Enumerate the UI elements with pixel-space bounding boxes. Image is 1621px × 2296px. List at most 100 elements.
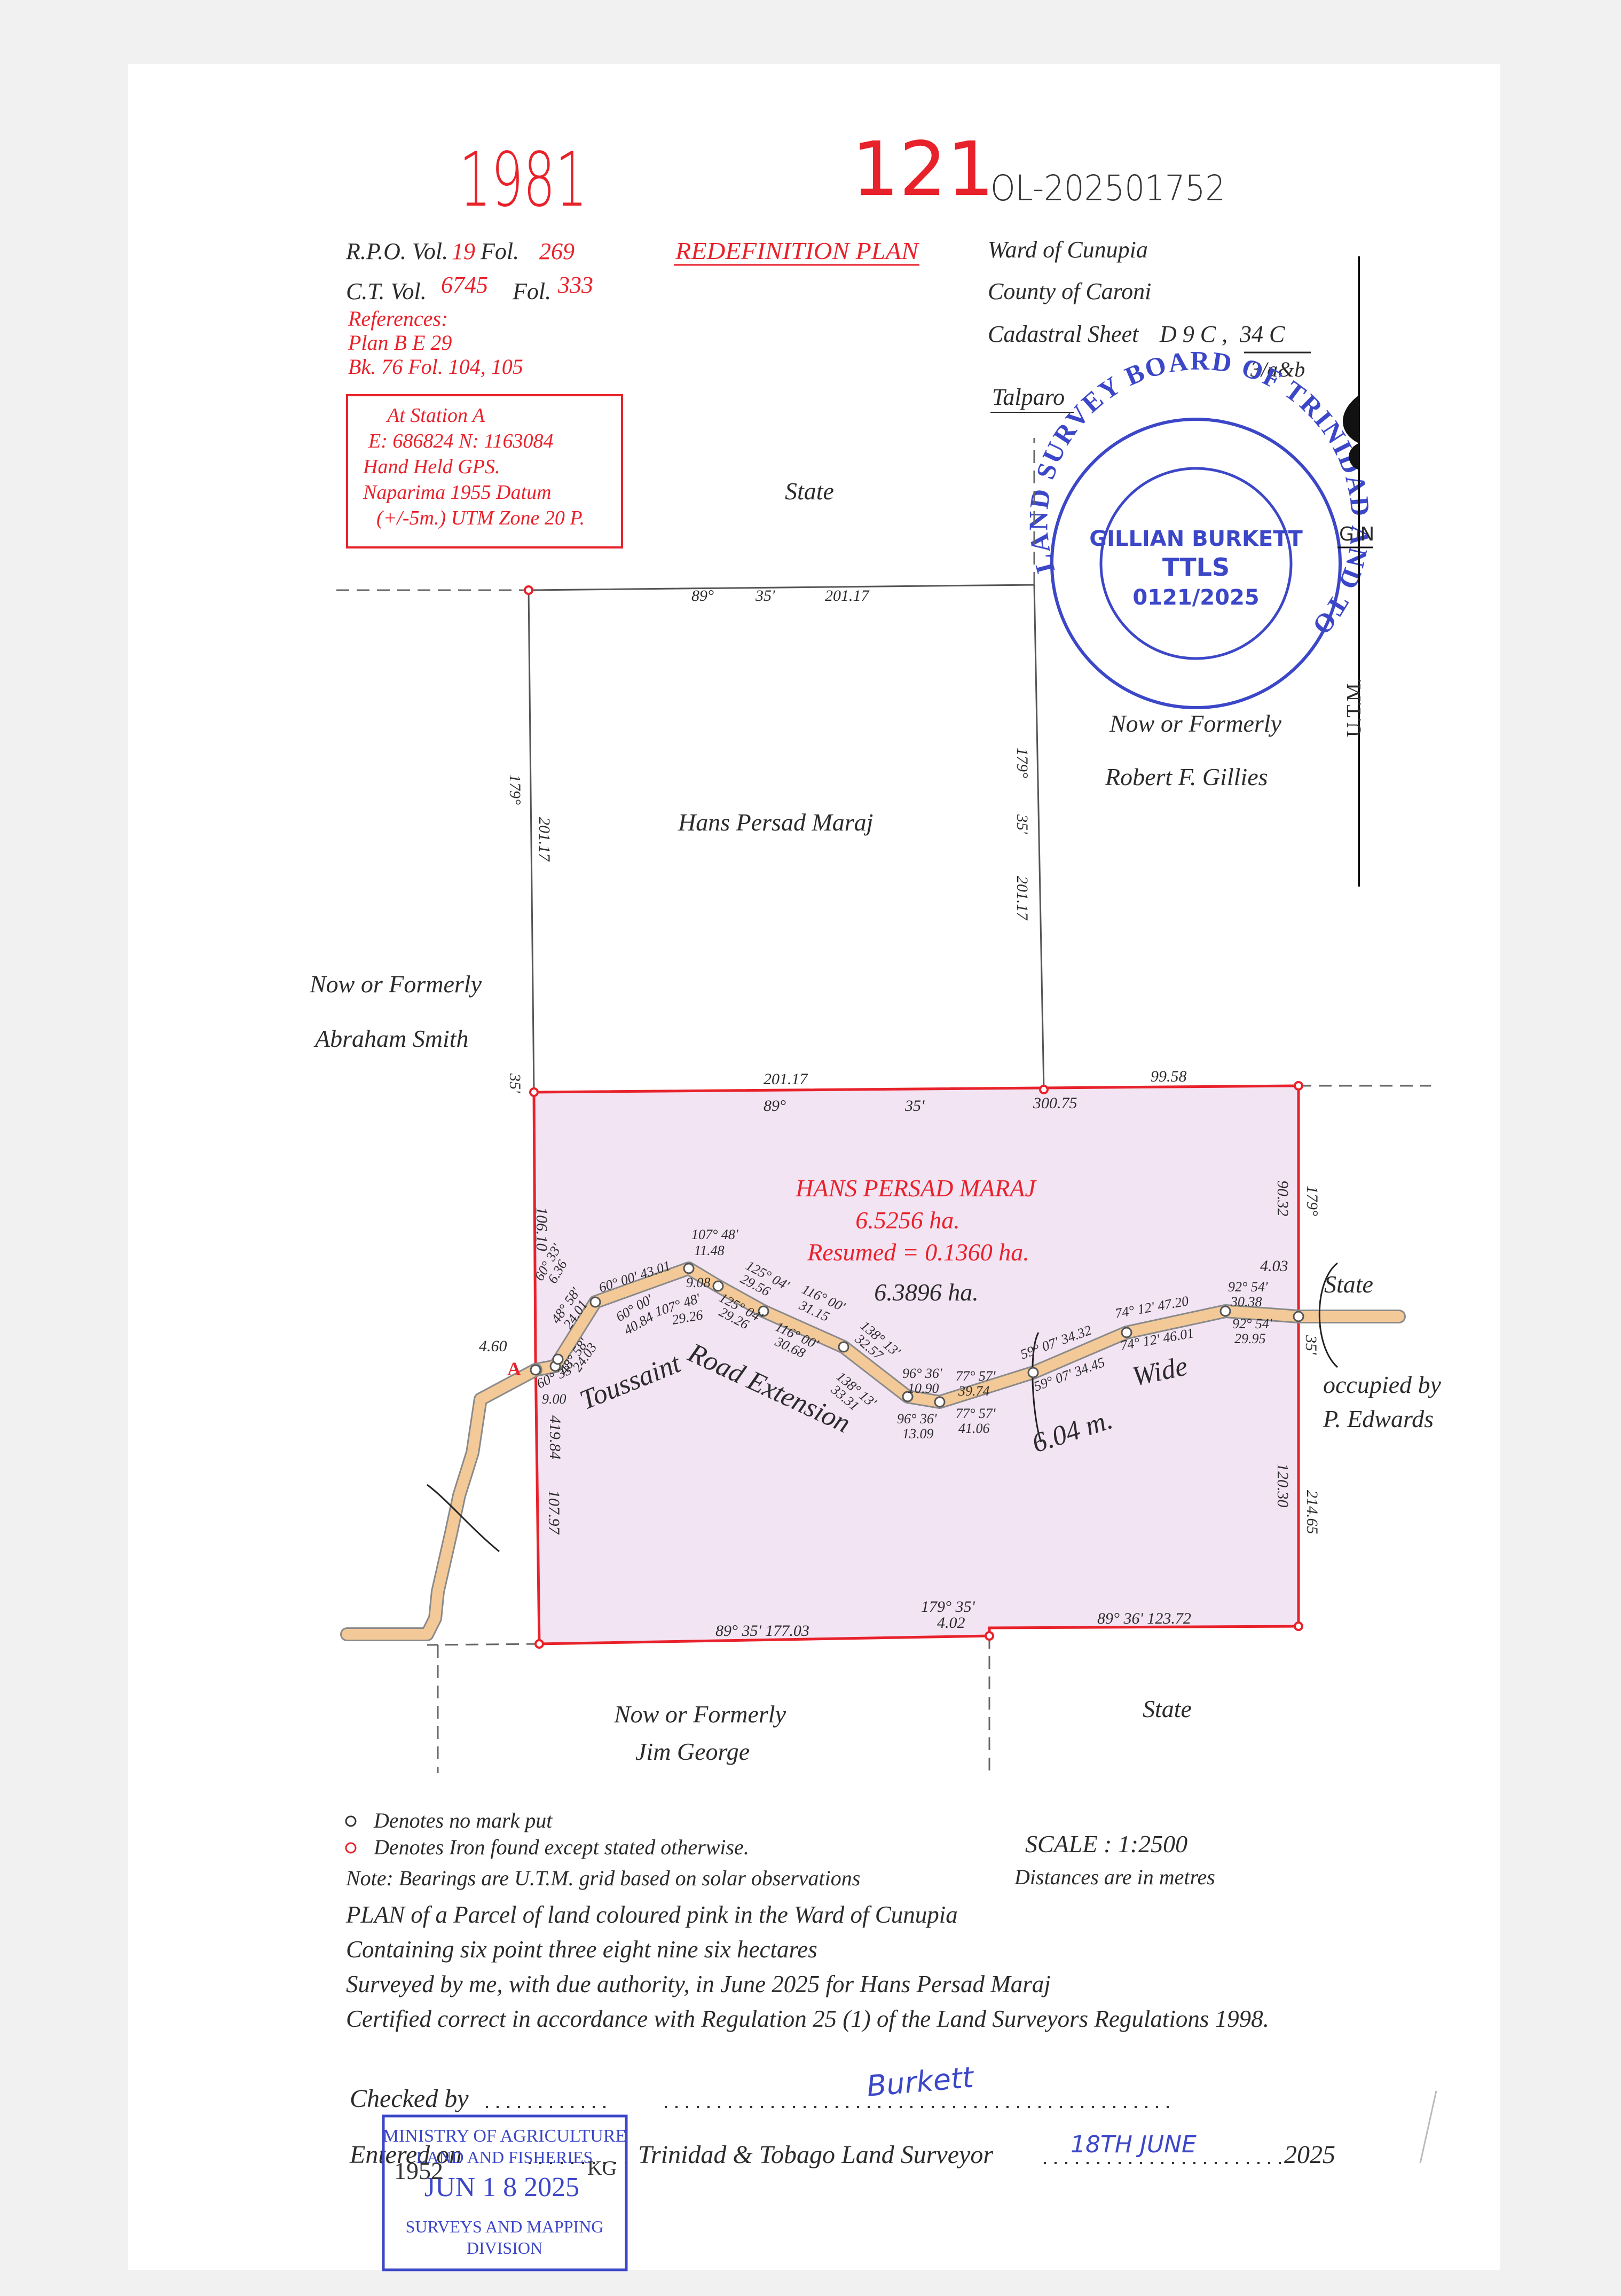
stamp-line-1: MINISTRY OF AGRICULTURE — [383, 2126, 627, 2146]
station-line-1: At Station A — [385, 404, 485, 427]
rpo-label: R.P.O. Vol. — [345, 238, 448, 264]
dim-road-r21: 30.38 — [1230, 1294, 1262, 1310]
rpo-vol: 19 — [452, 238, 475, 264]
station-line-3: Hand Held GPS. — [363, 456, 500, 478]
dim-east-35: 35' — [1302, 1335, 1320, 1355]
dim-boundary-min: 35' — [904, 1097, 925, 1115]
cert-line-2: Containing six point three eight nine si… — [346, 1936, 817, 1963]
ministry-stamp-frame — [382, 2114, 628, 2271]
certification: PLAN of a Parcel of land coloured pink i… — [345, 1901, 1269, 2032]
legend-scale: SCALE : 1:2500 — [1025, 1830, 1187, 1858]
reference-2: Bk. 76 Fol. 104, 105 — [348, 355, 523, 379]
stamp-hand-2: KG — [587, 2157, 617, 2180]
legend-note: Note: Bearings are U.T.M. grid based on … — [345, 1866, 860, 1890]
dim-north-min: 35' — [755, 587, 775, 605]
label-north-parcel-owner: Hans Persad Maraj — [678, 809, 873, 836]
plan-number: 121 — [852, 126, 994, 213]
dim-south-2b: 4.02 — [937, 1614, 965, 1632]
dim-road-s17: 13.09 — [902, 1426, 934, 1441]
dim-road-r14: 96° 36' — [902, 1366, 942, 1381]
ct-label: C.T. Vol. — [346, 278, 427, 304]
cadastral-sheet: D 9 C , — [1159, 321, 1227, 347]
legend-distances: Distances are in metres — [1014, 1865, 1215, 1889]
ct-vol: 6745 — [441, 272, 488, 298]
dim-north-dist: 201.17 — [825, 587, 870, 605]
margin-mark — [1419, 2090, 1437, 2164]
rpo-fol: 269 — [539, 238, 575, 264]
station-line-4: Naparima 1955 Datum — [363, 481, 552, 504]
no-mark-symbol-icon — [345, 1815, 357, 1827]
cert-line-1: PLAN of a Parcel of land coloured pink i… — [345, 1901, 958, 1928]
survey-map: State Hans Persad Maraj Now or Formerly … — [309, 438, 1442, 1773]
legend: Denotes no mark put Denotes Iron found e… — [345, 1808, 1215, 1890]
dim-east-3: 4.03 — [1260, 1257, 1288, 1275]
dim-road-r16: 77° 57' — [956, 1368, 996, 1384]
rpo-fol-label: Fol. — [480, 238, 519, 264]
seal-number: 0121/2025 — [1132, 585, 1259, 610]
label-occupied-by: occupied by — [1323, 1371, 1442, 1398]
cadastral-label: Cadastral Sheet — [988, 321, 1139, 347]
seal-outer-ring — [1050, 418, 1342, 709]
reference-1: Plan B E 29 — [348, 331, 452, 355]
dim-boundary-2: 99.58 — [1151, 1068, 1187, 1085]
road-break-symbol-icon — [427, 1484, 500, 1553]
adjoining-boundaries — [336, 438, 1431, 1773]
station-line-5: (+/-5m.) UTM Zone 20 P. — [376, 507, 585, 529]
stamp-line-2: LAND AND FISHERIES — [416, 2148, 593, 2167]
dim-road-s16: 96° 36' — [897, 1411, 937, 1427]
station-box: At Station A E: 686824 N: 1163084 Hand H… — [346, 394, 623, 548]
dim-east-upper-min: 35' — [1013, 814, 1031, 834]
label-state-south: State — [1143, 1695, 1192, 1722]
stamp-date: JUN 1 8 2025 — [424, 2172, 579, 2203]
stamp-line-5: DIVISION — [467, 2238, 542, 2258]
ward: Ward of Cunupia — [988, 237, 1148, 263]
north-parcel-west-boundary — [528, 590, 535, 1093]
cert-line-3: Surveyed by me, with due authority, in J… — [346, 1971, 1051, 1997]
cadastral-sheet-3: 3/a&b — [1250, 357, 1305, 381]
legend-no-mark: Denotes no mark put — [373, 1808, 553, 1832]
dim-road-r15: 10.90 — [908, 1381, 939, 1396]
label-now-formerly-east: Now or Formerly — [1109, 710, 1282, 737]
road-end-bracket-icon — [1318, 1262, 1338, 1368]
dim-boundary-bearing: 89° — [764, 1097, 786, 1115]
legend-iron-found: Denotes Iron found except stated otherwi… — [373, 1835, 749, 1859]
stamp-hand-1: 1952 — [394, 2157, 443, 2184]
dim-road-s22: 92° 54' — [1232, 1316, 1272, 1331]
label-now-formerly-south: Now or Formerly — [613, 1701, 786, 1728]
dim-road-s18: 77° 57' — [956, 1406, 996, 1421]
dim-south-1: 89° 35' 177.03 — [715, 1622, 809, 1640]
dim-south-3: 89° 36' 123.72 — [1097, 1610, 1191, 1627]
dim-boundary-total: 300.75 — [1033, 1094, 1077, 1112]
checked-by-label: Checked by — [350, 2085, 469, 2113]
grid-north-label: G N — [1339, 523, 1374, 545]
dim-east-upper-dist: 201.17 — [1013, 876, 1031, 921]
dim-east-4: 120.30 — [1274, 1463, 1292, 1508]
parcel-owner: HANS PERSAD MARAJ — [795, 1174, 1037, 1202]
volume-references: R.P.O. Vol. 19 Fol. 269 C.T. Vol. 6745 F… — [345, 238, 593, 379]
dim-west-upper-bearing: 179° — [506, 774, 524, 805]
dim-road-s9: 9.08 — [686, 1275, 711, 1290]
label-jim-george: Jim George — [635, 1738, 750, 1765]
handwritten-number: 1981 — [459, 137, 587, 224]
entered-on-label: Entered on — [349, 2141, 462, 2169]
ct-fol-label: Fol. — [512, 278, 551, 304]
date-handwritten: 18TH JUNE — [1071, 2131, 1197, 2158]
dim-west-upper-dist: 201.17 — [536, 817, 553, 863]
parcel-area: 6.5256 ha. — [855, 1206, 960, 1234]
dim-road-r6: 107° 48' — [691, 1227, 738, 1242]
label-p-edwards: P. Edwards — [1323, 1405, 1434, 1432]
dim-east-5: 214.65 — [1303, 1490, 1321, 1534]
dim-west-460: 4.60 — [479, 1337, 507, 1355]
ministry-stamp: MINISTRY OF AGRICULTURE LAND AND FISHERI… — [382, 2114, 628, 2271]
station-a-label: A — [507, 1358, 521, 1380]
seal-title: TTLS — [1162, 553, 1230, 582]
references-label: References: — [348, 307, 448, 331]
dim-west-lower-2: 419.84 — [546, 1415, 564, 1460]
dim-road-r7: 11.48 — [694, 1243, 725, 1258]
seal-inner-ring — [1099, 467, 1293, 660]
surveyor-label: Trinidad & Tobago Land Surveyor — [638, 2141, 993, 2169]
station-line-2: E: 686824 N: 1163084 — [368, 430, 554, 452]
label-robert-gillies: Robert F. Gillies — [1105, 763, 1268, 790]
dim-west-35: 35' — [506, 1073, 524, 1093]
seal-name: GILLIAN BURKETT — [1089, 527, 1303, 551]
